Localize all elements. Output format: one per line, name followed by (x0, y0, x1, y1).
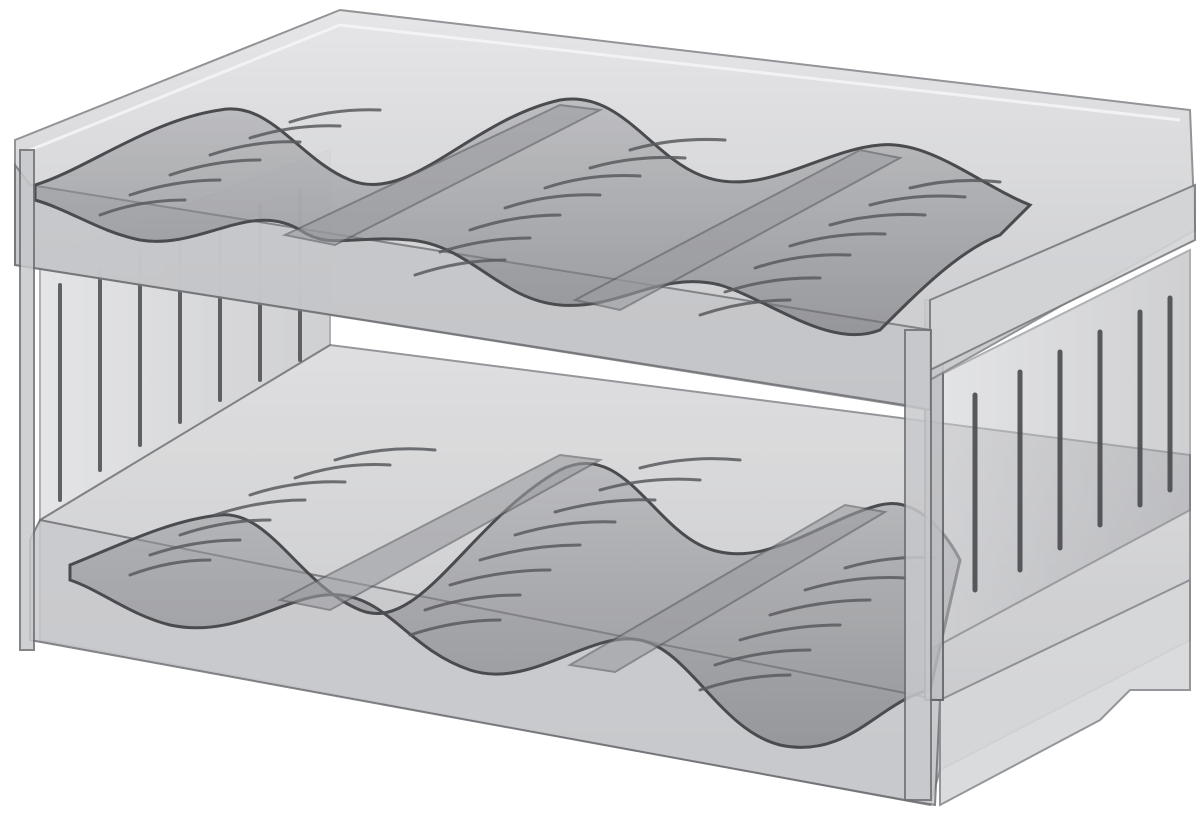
lower-tier (29, 343, 1191, 807)
front-corner-posts (19, 149, 932, 801)
upper-divider-right (572, 148, 903, 312)
upper-tray-ridges (98, 108, 1002, 317)
lower-right-foot (939, 578, 1191, 807)
upper-back-highlight (29, 23, 1181, 152)
lower-divider-right (567, 503, 888, 674)
lower-divider-left (277, 453, 604, 612)
upper-tier (14, 8, 1197, 412)
upper-divider-left (281, 103, 604, 247)
lower-tray-ridges (128, 447, 937, 692)
